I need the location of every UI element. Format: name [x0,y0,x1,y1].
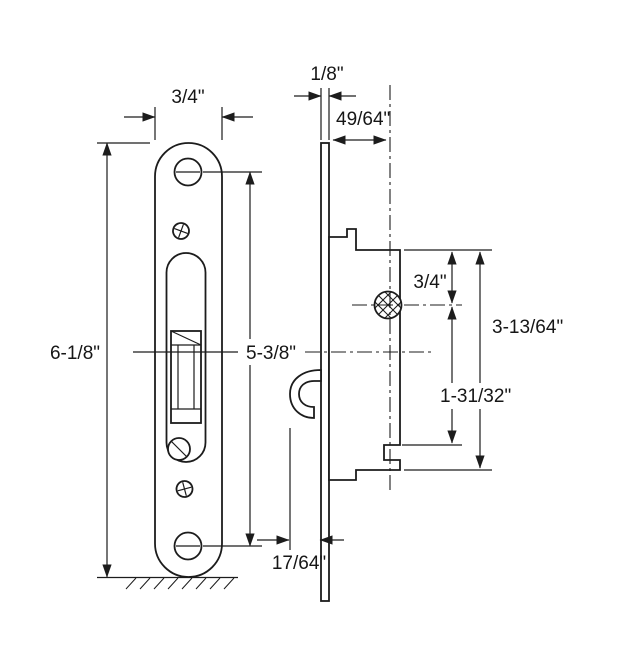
label-screw-to-hook: 1-31/32" [440,386,511,407]
screw-phillips-upper [172,222,190,240]
dim-plate-thickness [294,88,356,140]
latch-slot [165,252,207,463]
latch-bolt [170,330,202,424]
dim-front-width [124,107,253,140]
hook-latch [289,369,322,419]
label-plate-thickness: 1/8" [310,64,343,85]
dim-case-height [404,251,492,471]
screw-top [173,157,203,187]
dimension-labels: 3/4" 6-1/8" 5-3/8" 1/8" 49/64" 3/4" 3-13… [50,64,563,574]
dim-top-to-screw [404,249,492,304]
screw-slotted-lower [167,437,191,461]
dim-front-height [97,142,150,578]
label-front-width: 3/4" [171,87,204,108]
dimensions [97,88,492,578]
label-case-height: 3-13/64" [492,317,563,338]
front-view [97,142,238,590]
label-top-to-screw: 3/4" [413,272,446,293]
ground-hatching [97,576,238,590]
label-hook-projection: 17/64" [272,553,326,574]
screw-phillips-lower [175,480,194,498]
label-backset: 49/64" [336,109,390,130]
screw-bottom [173,531,203,561]
dim-hook-projection [257,428,344,550]
dim-screw-to-hook [402,306,462,446]
label-front-height: 6-1/8" [50,343,100,364]
label-hole-spacing: 5-3/8" [246,343,296,364]
lock-case-profile [328,228,401,481]
side-plate [320,142,330,602]
side-view [289,85,462,602]
